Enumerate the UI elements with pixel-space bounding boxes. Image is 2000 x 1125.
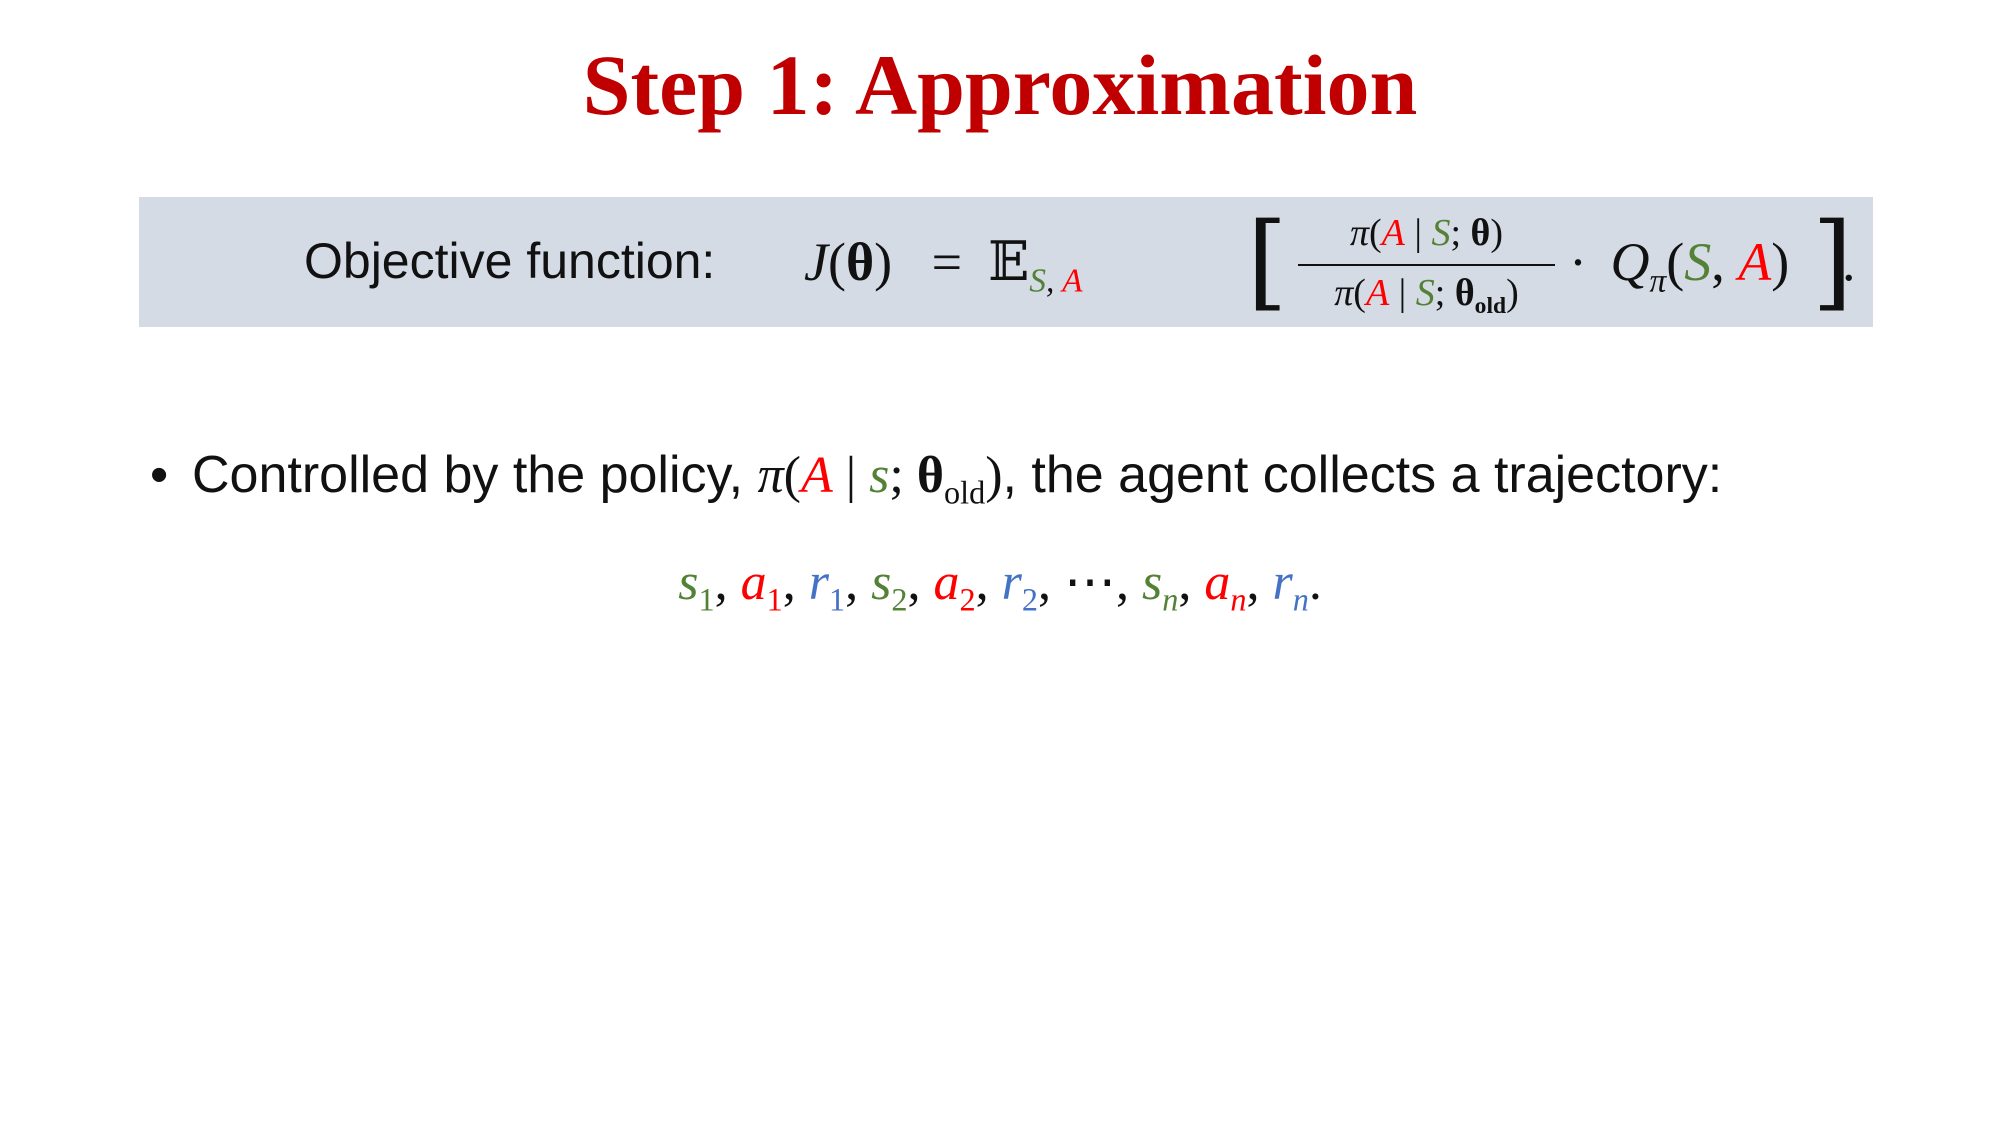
objective-period: . [1842, 232, 1856, 292]
expectation-subscript: S, A [1029, 262, 1083, 300]
trajectory-sequence: s1, a1, r1, s2, a2, r2, ⋯, sn, an, rn. [678, 554, 1322, 618]
slide-title: Step 1: Approximation [582, 37, 1418, 133]
left-bracket: [ [1247, 200, 1288, 322]
fraction-denominator: π(A | S; θold) [1334, 272, 1519, 320]
bullet-marker: • [150, 446, 169, 504]
expectation-symbol: 𝔼 [988, 232, 1030, 292]
bullet-item: • Controlled by the policy, π(A | s; θold… [150, 440, 1910, 511]
objective-box: Objective function: J(θ) =𝔼S, A [ π(A | … [139, 197, 1873, 327]
bullet-text-after: , the agent collects a trajectory: [1002, 446, 1723, 504]
policy-expression: π(A | s; θold) [757, 447, 1003, 511]
bullet-text-before: Controlled by the policy, [192, 446, 744, 504]
right-bracket: ] [1812, 200, 1853, 322]
fraction-numerator: π(A | S; θ) [1349, 212, 1504, 254]
objective-lhs: J(θ) =𝔼S, A [804, 232, 1083, 300]
objective-label: Objective function: [304, 233, 716, 289]
ellipsis: ⋯ [1063, 554, 1116, 611]
objective-rhs: · Qπ(S, A) [1569, 232, 1790, 300]
ratio-fraction: π(A | S; θ) π(A | S; θold) [1294, 207, 1559, 319]
fraction-bar [1298, 264, 1555, 266]
